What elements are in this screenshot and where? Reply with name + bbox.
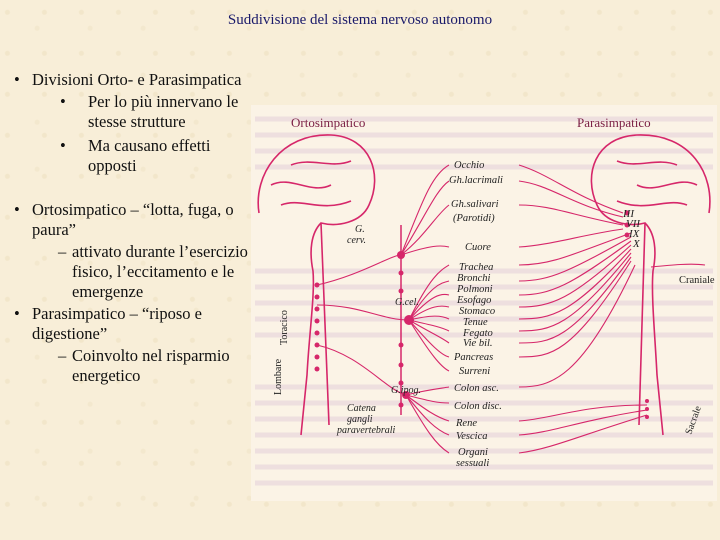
ganglion-label: G. bbox=[355, 224, 365, 235]
right-brain bbox=[590, 134, 711, 436]
sub-bullet-energy: Coinvolto nel risparmio energetico bbox=[12, 346, 248, 386]
organ-label: Colon asc. bbox=[454, 383, 499, 394]
sympathetic-title: Ortosimpatico bbox=[291, 115, 365, 130]
chain-label: gangli bbox=[347, 414, 373, 425]
organ-label: Colon disc. bbox=[454, 401, 502, 412]
bullet-text: Parasimpatico – “riposo e digestione” bbox=[32, 304, 202, 343]
left-brain bbox=[257, 134, 376, 436]
bullet-list: Divisioni Orto- e Parasimpatica • Per lo… bbox=[12, 70, 248, 386]
region-label-thoracic: Toracico bbox=[279, 310, 290, 345]
organ-label: Gh.lacrimali bbox=[449, 175, 503, 186]
organ-label: Vescica bbox=[456, 431, 488, 442]
organ-labels: Occhio Gh.lacrimali Gh.salivari (Parotid… bbox=[449, 160, 503, 469]
organ-label: Organi bbox=[458, 447, 488, 458]
bullet-text: Ma causano effetti opposti bbox=[88, 136, 211, 175]
chain-label: paravertebrali bbox=[336, 425, 396, 436]
region-label-lumbar: Lombare bbox=[273, 358, 284, 395]
organ-label: Cuore bbox=[465, 242, 491, 253]
organ-label: Bronchi bbox=[457, 273, 491, 284]
organ-label: Trachea bbox=[459, 262, 493, 273]
organ-label: sessuali bbox=[456, 458, 489, 469]
bullet-dot: • bbox=[60, 92, 66, 111]
ganglion-label: G.ipog. bbox=[391, 385, 421, 396]
bullet-text: Coinvolto nel risparmio energetico bbox=[72, 346, 230, 385]
cranial-nerve-label: X bbox=[632, 238, 641, 250]
bullet-text: Ortosimpatico – “lotta, fuga, o paura” bbox=[32, 200, 234, 239]
organ-label: Surreni bbox=[459, 366, 490, 377]
organ-label: Tenue bbox=[463, 317, 488, 328]
parasympathetic-title: Parasimpatico bbox=[577, 115, 651, 130]
organ-label: Pancreas bbox=[453, 352, 493, 363]
chain-label: Catena bbox=[347, 403, 376, 414]
autonomic-nervous-system-diagram: Ortosimpatico Parasimpatico Occhio Gh.la… bbox=[251, 105, 717, 501]
ganglion-label: G.cel. bbox=[395, 297, 419, 308]
slide-title: Suddivisione del sistema nervoso autonom… bbox=[227, 12, 493, 28]
organ-label: Rene bbox=[455, 418, 477, 429]
bullet-divisions: Divisioni Orto- e Parasimpatica bbox=[12, 70, 248, 90]
sub-bullet-activated: attivato durante l’esercizio fisico, l’e… bbox=[12, 242, 248, 302]
organ-label: Occhio bbox=[454, 160, 484, 171]
bullet-text: Divisioni Orto- e Parasimpatica bbox=[32, 70, 242, 89]
bullet-ortho: Ortosimpatico – “lotta, fuga, o paura” bbox=[12, 200, 248, 240]
sub-bullet-opposite: • Ma causano effetti opposti bbox=[12, 136, 248, 176]
ganglion-label: cerv. bbox=[347, 235, 366, 246]
bullet-text: attivato durante l’esercizio fisico, l’e… bbox=[72, 242, 248, 301]
organ-label: Esofago bbox=[456, 295, 491, 306]
region-label-cranial: Craniale bbox=[679, 275, 715, 286]
cranial-nerve-label: IX bbox=[628, 228, 641, 240]
bullet-para: Parasimpatico – “riposo e digestione” bbox=[12, 304, 248, 344]
organ-label: Fegato bbox=[462, 328, 493, 339]
organ-label: Polmoni bbox=[456, 284, 493, 295]
organ-label: Vie bil. bbox=[463, 338, 493, 349]
bullet-dot: • bbox=[60, 136, 66, 155]
cranial-nerve-label: VII bbox=[626, 218, 641, 230]
sub-bullet-innervate: • Per lo più innervano le stesse struttu… bbox=[12, 92, 248, 132]
cranial-nerve-label: III bbox=[622, 208, 635, 220]
organ-label: Stomaco bbox=[459, 306, 495, 317]
organ-label: (Parotidi) bbox=[453, 213, 495, 224]
organ-label: Gh.salivari bbox=[451, 199, 499, 210]
bullet-text: Per lo più innervano le stesse strutture bbox=[88, 92, 239, 131]
